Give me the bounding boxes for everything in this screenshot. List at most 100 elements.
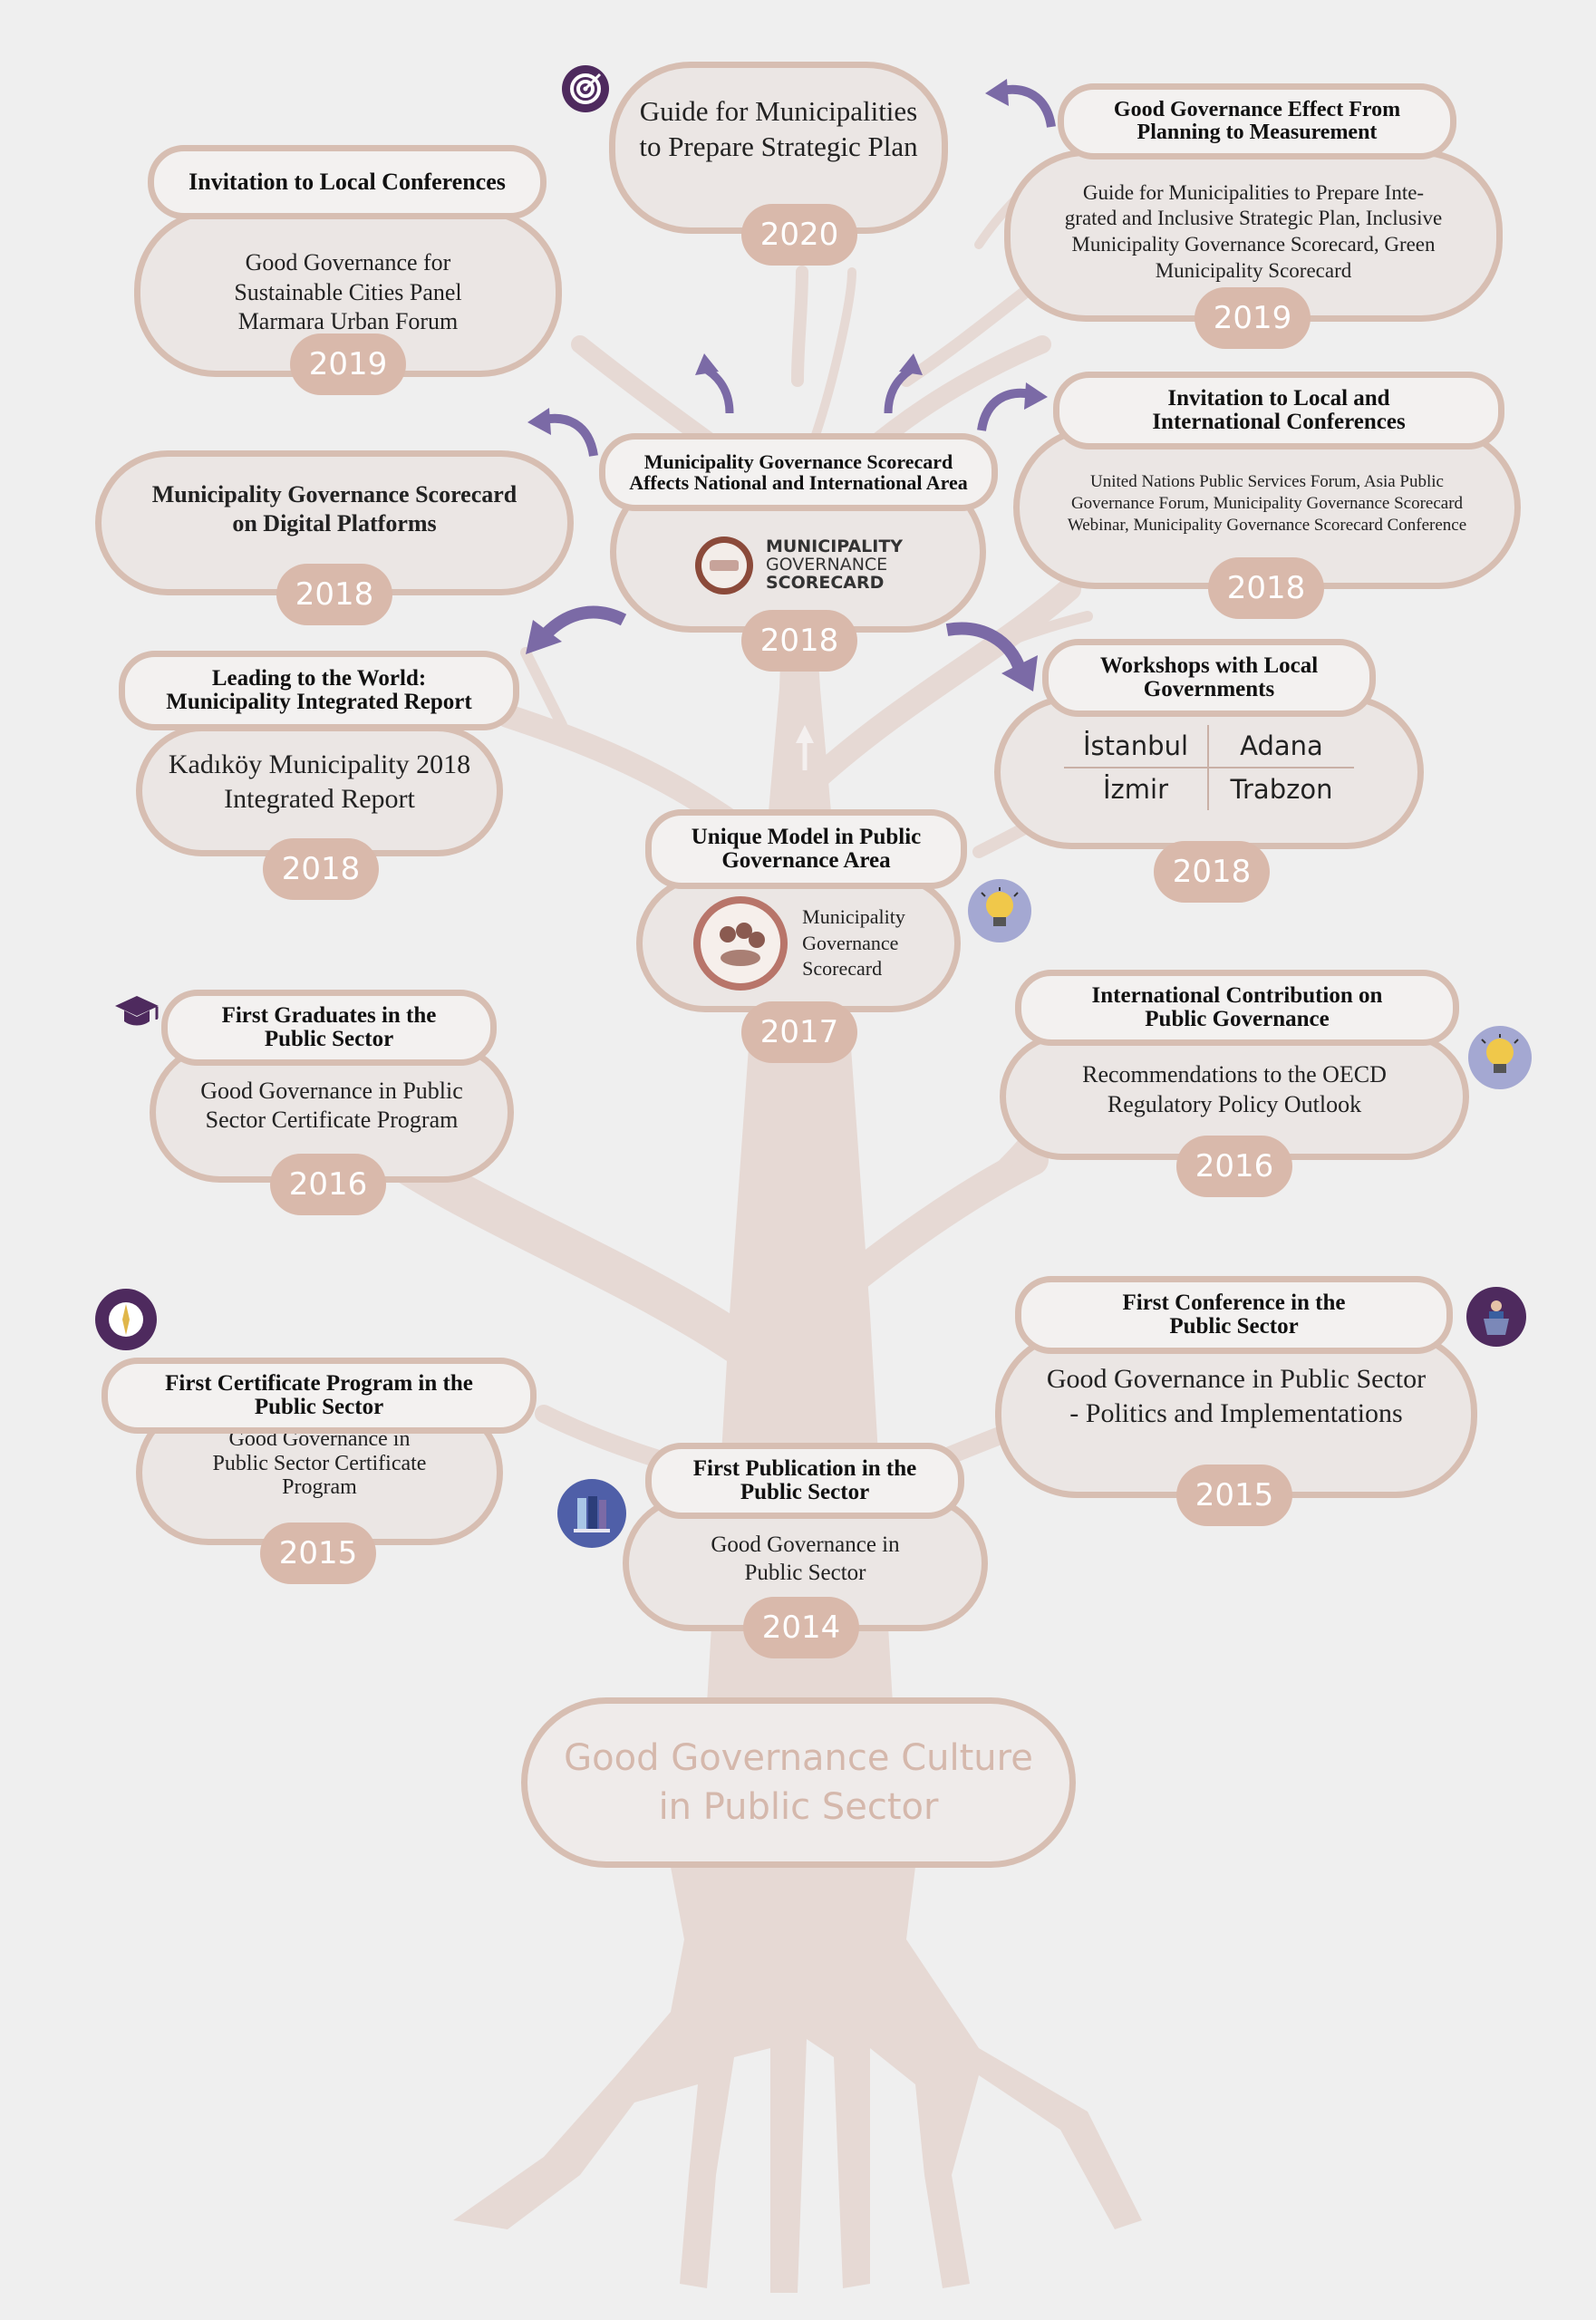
card-heading-line: Public Sector [1169,1314,1299,1339]
card-2018-workshops: İstanbul Adana İzmir Trabzon [994,695,1424,849]
year-badge: 2019 [1195,287,1311,349]
city-label: Adana [1209,725,1354,768]
city-label: İzmir [1064,768,1209,810]
curved-arrow-icon [526,605,627,654]
card-title: to Prepare Strategic Plan [639,130,918,162]
card-text: Public Sector Certificate [212,1451,427,1475]
card-text: Municipality [802,905,905,929]
books-icon [557,1479,626,1548]
card-text: Guide for Municipalities to Prepare Inte… [1082,180,1425,204]
card-heading-line: Public Sector [740,1480,870,1504]
lightbulb-icon [968,879,1031,942]
card-text: Webinar, Municipality Governance Scoreca… [1067,515,1467,535]
card-text: Integrated Report [224,783,415,814]
card-text: grated and Inclusive Strategic Plan, Inc… [1064,207,1443,230]
card-heading-line: Governance Area [721,848,891,873]
curved-arrow-icon [884,353,923,414]
logo-text: GOVERNANCE [765,555,888,575]
curved-arrow-icon [695,353,734,414]
card-heading: Unique Model in Public Governance Area [645,809,967,889]
year-badge: 2018 [1208,557,1324,619]
card-2018-digital-platforms: Municipality Governance Scorecard on Dig… [95,450,574,595]
card-heading-line: Public Sector [254,1395,384,1419]
card-heading-line: First Publication in the [692,1455,917,1481]
card-heading: First Certificate Program in the Public … [102,1358,537,1434]
root-title: Good Governance Culture [564,1737,1033,1779]
card-heading: International Contribution on Public Gov… [1015,970,1459,1046]
card-text: Sustainable Cities Panel [234,278,462,305]
card-heading: Invitation to Local and International Co… [1053,372,1504,450]
curved-arrow-icon [977,382,1048,431]
scorecard-logo: MUNICIPALITY GOVERNANCE SCORECARD [693,535,903,596]
card-text: Kadıköy Municipality 2018 [168,749,471,779]
year-badge: 2014 [743,1597,859,1658]
card-2017-unique-model: Municipality Governance Scorecard [636,875,961,1012]
year-badge: 2019 [290,334,406,395]
card-title: Guide for Municipalities [639,95,918,128]
card-text: Program [282,1475,357,1500]
card-text: Scorecard [802,957,883,981]
card-heading: Good Governance Effect From Planning to … [1058,83,1456,160]
card-text: Sector Certificate Program [205,1107,459,1133]
card-text: Governance [802,931,899,954]
compass-icon [95,1289,157,1350]
year-badge: 2016 [1176,1136,1292,1197]
card-heading: First Publication in the Public Sector [645,1443,964,1519]
card-text: Good Governance in Public [200,1077,463,1104]
card-heading-line: First Certificate Program in the [165,1370,473,1396]
card-heading-line: Workshops with Local [1099,652,1319,678]
card-text: Good Governance in Public Sector [1046,1364,1427,1394]
year-badge: 2015 [260,1522,376,1584]
card-text: Recommendations to the OECD [1082,1061,1387,1088]
root-title-card: Good Governance Culture in Public Sector [521,1697,1076,1868]
card-title: on Digital Platforms [232,510,437,536]
logo-text: MUNICIPALITY [765,536,904,557]
logo-text: SCORECARD [765,572,885,593]
city-label: İstanbul [1064,725,1209,768]
curved-arrow-icon [985,79,1056,128]
workshop-cities-grid: İstanbul Adana İzmir Trabzon [1064,725,1354,810]
card-heading: Leading to the World: Municipality Integ… [119,651,519,730]
card-heading-line: Invitation to Local and [1167,385,1390,411]
city-label: Trabzon [1230,774,1333,805]
card-text: Public Sector [744,1561,866,1585]
year-badge: 2018 [1154,841,1270,903]
card-heading-line: Unique Model in Public [691,824,922,849]
card-text: Governance Forum, Municipality Governanc… [1070,494,1464,514]
card-heading-line: Public Governance [1145,1007,1330,1031]
year-badge: 2020 [741,204,857,266]
card-text: Good Governance for [245,249,451,276]
year-badge: 2017 [741,1001,857,1063]
card-heading-line: Leading to the World: [211,665,427,691]
speaker-podium-icon [1466,1287,1526,1347]
card-heading: First Conference in the Public Sector [1015,1276,1453,1354]
card-heading-line: Good Governance Effect From [1113,97,1401,121]
card-text: Municipality Governance Scorecard, Green [1071,233,1436,256]
card-2018-integrated-report: Kadıköy Municipality 2018 Integrated Rep… [136,725,503,856]
scorecard-logo-icon [694,536,753,594]
lightbulb-icon [1468,1026,1532,1089]
curved-arrow-icon [945,622,1038,691]
root-title: in Public Sector [658,1786,939,1828]
card-heading-line: Municipality Governance Scorecard [643,450,953,473]
card-heading-line: First Graduates in the [221,1002,437,1028]
card-text: Municipality Scorecard [1155,258,1352,282]
target-icon [562,65,609,112]
card-title: Municipality Governance Scorecard [151,480,517,508]
card-text: Marmara Urban Forum [237,308,459,335]
card-text: United Nations Public Services Forum, As… [1089,472,1444,492]
card-heading: First Graduates in the Public Sector [161,990,497,1066]
card-heading-line: First Conference in the [1122,1290,1346,1315]
year-badge: 2018 [263,838,379,900]
year-badge: 2015 [1176,1464,1292,1526]
card-heading-line: Municipality Integrated Report [166,690,472,714]
card-heading: Workshops with Local Governments [1042,639,1376,717]
card-heading-line: Affects National and International Area [629,471,968,494]
year-badge: 2018 [741,610,857,672]
card-text: - Politics and Implementations [1069,1397,1403,1428]
card-heading-line: Planning to Measurement [1137,121,1378,144]
curved-arrow-icon [527,408,598,457]
card-heading-line: International Conferences [1152,410,1406,434]
scorecard-badge-icon [693,896,788,991]
card-heading-line: Governments [1143,677,1275,701]
